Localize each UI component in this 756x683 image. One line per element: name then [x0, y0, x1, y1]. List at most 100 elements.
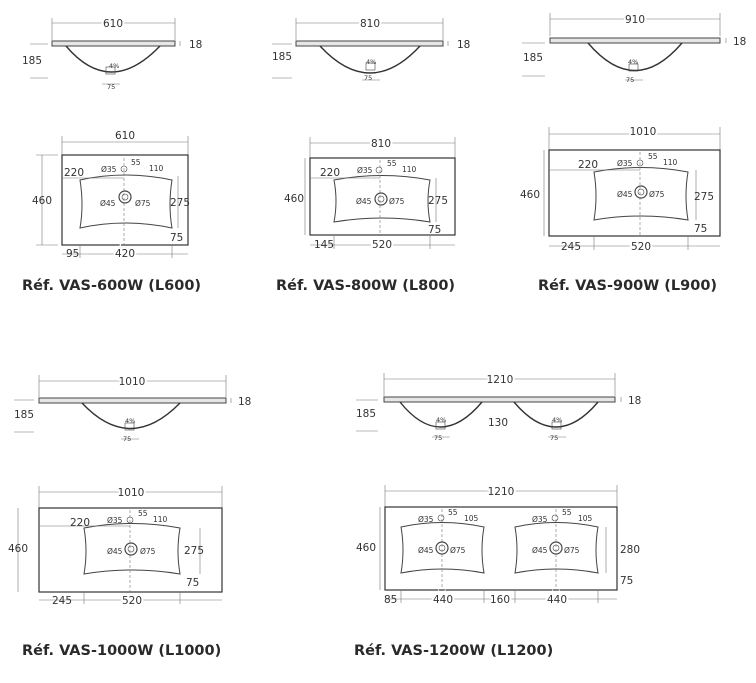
- side-slope-2: 4%: [552, 416, 562, 424]
- basin-gap-2: 105: [578, 514, 593, 523]
- model-vas-1000w: 1010 185 18 4% 75 1010 460 220 Ø35 55 11…: [8, 374, 251, 659]
- basin-depth: 275: [428, 195, 448, 207]
- drain-dia-out-2: Ø75: [564, 546, 580, 555]
- front-margin: 75: [428, 224, 441, 236]
- side-view: [522, 13, 727, 81]
- side-thickness: 18: [189, 39, 202, 51]
- basin-back: 220: [320, 167, 340, 179]
- side-thickness: 18: [457, 39, 470, 51]
- top-width: 1010: [118, 487, 145, 499]
- side-slope: 4%: [125, 417, 135, 425]
- basin-depth: 275: [170, 197, 190, 209]
- top-width: 1010: [630, 126, 657, 138]
- basin-gap: 110: [402, 165, 417, 174]
- left-margin: 95: [66, 248, 79, 260]
- top-depth: 460: [520, 189, 540, 201]
- side-slope-1: 4%: [436, 416, 446, 424]
- side-width: 610: [103, 18, 123, 30]
- tap-offset-1: 55: [448, 508, 458, 517]
- side-slope: 4%: [109, 62, 119, 70]
- model-vas-1200w: 1210 185 18 130 4% 4% 75 75 1210 460 Ø35…: [354, 372, 641, 659]
- model-vas-600w: 610 185 18 4% 75 610 460 220 Ø35 55 110 …: [22, 16, 202, 294]
- top-depth: 460: [32, 195, 52, 207]
- drain-dia-in: Ø45: [107, 547, 123, 556]
- model-ref: Réf. VAS-900W (L900): [538, 278, 717, 294]
- side-height: 185: [523, 52, 543, 64]
- side-thickness: 18: [733, 36, 746, 48]
- tap-dia-1: Ø35: [418, 515, 434, 524]
- top-width: 810: [371, 138, 391, 150]
- basin-back: 220: [578, 159, 598, 171]
- drain-dia-out: Ø75: [140, 547, 156, 556]
- basin-width: 520: [122, 595, 142, 607]
- basin-width: 520: [372, 239, 392, 251]
- front-margin: 75: [186, 577, 199, 589]
- basin-back: 220: [64, 167, 84, 179]
- side-width: 1010: [119, 376, 146, 388]
- model-vas-900w: 910 185 18 4% 75 1010 460 220 Ø35 55 110…: [520, 12, 746, 294]
- tap-offset: 55: [648, 152, 658, 161]
- model-ref: Réf. VAS-800W (L800): [276, 278, 455, 294]
- side-drain-2: 75: [550, 434, 558, 442]
- top-depth: 460: [8, 543, 28, 555]
- side-view: [30, 18, 181, 85]
- top-view: [17, 486, 223, 604]
- side-height: 185: [22, 55, 42, 67]
- tap-dia: Ø35: [617, 159, 633, 168]
- left-margin: 245: [52, 595, 72, 607]
- basin-width-2: 440: [547, 594, 567, 606]
- tap-dia-2: Ø35: [532, 515, 548, 524]
- top-view: [36, 136, 189, 258]
- top-view: [304, 137, 456, 249]
- middle-gap: 160: [490, 594, 510, 606]
- side-view: [272, 18, 449, 81]
- drain-dia-in: Ø45: [100, 199, 116, 208]
- basin-gap: 110: [663, 158, 678, 167]
- model-ref: Réf. VAS-1200W (L1200): [354, 643, 553, 659]
- tap-dia: Ø35: [107, 516, 123, 525]
- drain-dia-in-2: Ø45: [532, 546, 548, 555]
- side-width: 1210: [487, 374, 514, 386]
- basin-gap: 110: [149, 164, 164, 173]
- top-width: 610: [115, 130, 135, 142]
- basin-gap-1: 105: [464, 514, 479, 523]
- drain-dia-out-1: Ø75: [450, 546, 466, 555]
- model-ref: Réf. VAS-1000W (L1000): [22, 643, 221, 659]
- top-depth: 460: [356, 542, 376, 554]
- top-view: [543, 127, 721, 250]
- side-drain: 75: [107, 83, 115, 91]
- top-view: [379, 485, 618, 603]
- tap-offset: 55: [138, 509, 148, 518]
- left-margin: 245: [561, 241, 581, 253]
- drain-dia-out: Ø75: [389, 197, 405, 206]
- side-drain: 75: [123, 435, 131, 443]
- side-slope: 4%: [628, 58, 638, 66]
- basin-depth: 280: [620, 544, 640, 556]
- basin-width: 520: [631, 241, 651, 253]
- tap-offset: 55: [387, 159, 397, 168]
- front-margin: 75: [620, 575, 633, 587]
- side-height: 185: [356, 408, 376, 420]
- side-width: 810: [360, 18, 380, 30]
- left-margin: 145: [314, 239, 334, 251]
- side-drain-1: 75: [434, 434, 442, 442]
- side-slope: 4%: [366, 58, 376, 66]
- drain-dia-in-1: Ø45: [418, 546, 434, 555]
- basin-depth: 275: [694, 191, 714, 203]
- front-margin: 75: [170, 232, 183, 244]
- tap-dia: Ø35: [101, 165, 117, 174]
- side-height: 185: [14, 409, 34, 421]
- top-width: 1210: [488, 486, 515, 498]
- top-depth: 460: [284, 193, 304, 205]
- drain-dia-in: Ø45: [617, 190, 633, 199]
- front-margin: 75: [694, 223, 707, 235]
- basin-depth: 275: [184, 545, 204, 557]
- left-margin: 85: [384, 594, 397, 606]
- side-spacing: 130: [488, 417, 508, 429]
- tap-offset-2: 55: [562, 508, 572, 517]
- tap-offset: 55: [131, 158, 141, 167]
- basin-width: 420: [115, 248, 135, 260]
- side-drain: 75: [626, 76, 634, 84]
- model-vas-800w: 810 185 18 4% 75 810 460 220 Ø35 55 110 …: [272, 16, 470, 294]
